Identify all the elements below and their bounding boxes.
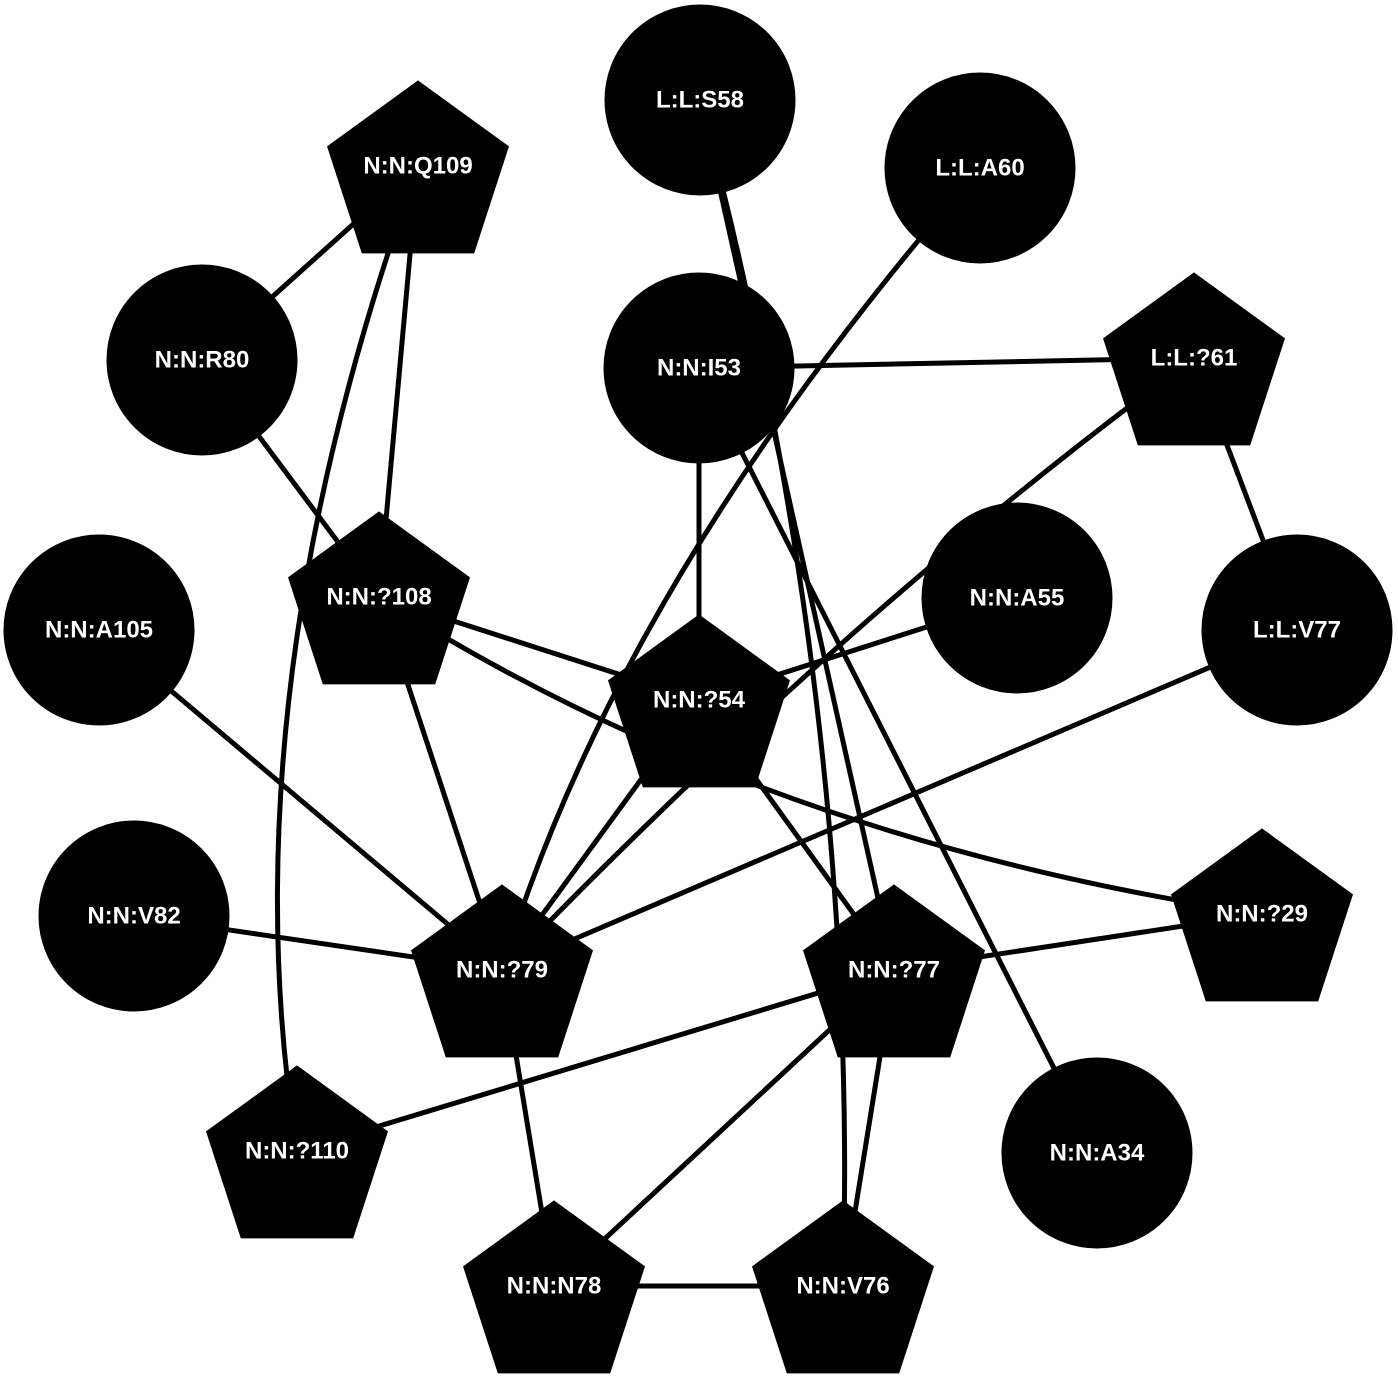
node-label: N:N:A55 bbox=[970, 585, 1065, 612]
edge-LLA60-NN79 bbox=[499, 165, 983, 973]
node-label: N:N:V82 bbox=[87, 903, 180, 930]
edge-NN77-NN110 bbox=[294, 967, 897, 1154]
node-label: N:N:?108 bbox=[326, 584, 431, 611]
node-shape-circle bbox=[921, 502, 1113, 694]
node-label: L:L:V77 bbox=[1253, 617, 1341, 644]
node-label: N:N:?54 bbox=[653, 687, 746, 714]
edge-LL61-NN79 bbox=[499, 355, 1197, 973]
node-shape-pentagon bbox=[752, 1200, 934, 1374]
node-NNI53: N:N:I53 bbox=[603, 272, 795, 464]
edge-LLS58-NN77 bbox=[697, 97, 897, 973]
node-NNV76: N:N:V76 bbox=[752, 1200, 934, 1374]
node-label: N:N:R80 bbox=[155, 347, 250, 374]
node-shape-pentagon bbox=[1103, 272, 1285, 446]
node-label: N:N:?110 bbox=[245, 1138, 349, 1165]
node-label: N:N:?79 bbox=[456, 957, 548, 984]
node-label: L:L:?61 bbox=[1151, 345, 1238, 372]
node-NN108: N:N:?108 bbox=[288, 511, 470, 685]
node-shape-pentagon bbox=[1171, 828, 1353, 1002]
node-shape-pentagon bbox=[608, 614, 790, 788]
node-LL61: L:L:?61 bbox=[1103, 272, 1285, 446]
node-NN79: N:N:?79 bbox=[411, 884, 593, 1058]
node-shape-circle bbox=[603, 272, 795, 464]
edge-NNI53-NNA34 bbox=[696, 365, 1100, 1156]
node-shape-circle bbox=[1201, 534, 1393, 726]
node-shape-pentagon bbox=[288, 511, 470, 685]
node-shape-circle bbox=[604, 4, 796, 196]
node-shape-circle bbox=[1001, 1057, 1193, 1249]
node-NNR80: N:N:R80 bbox=[106, 264, 298, 456]
edge-NNQ109-NN110 bbox=[274, 163, 421, 1154]
node-NNN78: N:N:N78 bbox=[463, 1200, 645, 1374]
node-shape-pentagon bbox=[411, 884, 593, 1058]
node-label: N:N:N78 bbox=[507, 1273, 602, 1300]
node-LLS58: L:L:S58 bbox=[604, 4, 796, 196]
node-NNA55: N:N:A55 bbox=[921, 502, 1113, 694]
node-label: N:N:V76 bbox=[796, 1273, 889, 1300]
node-shape-circle bbox=[3, 534, 195, 726]
node-shape-circle bbox=[106, 264, 298, 456]
node-NNV82: N:N:V82 bbox=[38, 820, 230, 1012]
edge-LLV77-NN79 bbox=[499, 627, 1300, 973]
node-label: N:N:?77 bbox=[848, 957, 940, 984]
node-label: N:N:Q109 bbox=[363, 153, 472, 180]
node-NN54: N:N:?54 bbox=[608, 614, 790, 788]
node-shape-circle bbox=[884, 72, 1076, 264]
node-shape-pentagon bbox=[463, 1200, 645, 1374]
node-shape-pentagon bbox=[206, 1065, 388, 1239]
node-NNA34: N:N:A34 bbox=[1001, 1057, 1193, 1249]
node-LLA60: L:L:A60 bbox=[884, 72, 1076, 264]
node-NNA105: N:N:A105 bbox=[3, 534, 195, 726]
node-label: N:N:I53 bbox=[657, 355, 741, 382]
node-label: N:N:A34 bbox=[1050, 1140, 1145, 1167]
node-label: N:N:A105 bbox=[45, 617, 153, 644]
node-shape-pentagon bbox=[803, 884, 985, 1058]
node-label: L:L:S58 bbox=[656, 87, 744, 114]
node-label: N:N:?29 bbox=[1216, 901, 1308, 928]
node-label: L:L:A60 bbox=[935, 155, 1024, 182]
node-LLV77: L:L:V77 bbox=[1201, 534, 1393, 726]
node-shape-pentagon bbox=[327, 80, 509, 254]
node-NNQ109: N:N:Q109 bbox=[327, 80, 509, 254]
node-shape-circle bbox=[38, 820, 230, 1012]
node-NN77: N:N:?77 bbox=[803, 884, 985, 1058]
edge-NN108-NN29 bbox=[376, 594, 1265, 917]
node-NN110: N:N:?110 bbox=[206, 1065, 388, 1239]
edge-LLS58-NNV76 bbox=[697, 97, 848, 1289]
node-NN29: N:N:?29 bbox=[1171, 828, 1353, 1002]
